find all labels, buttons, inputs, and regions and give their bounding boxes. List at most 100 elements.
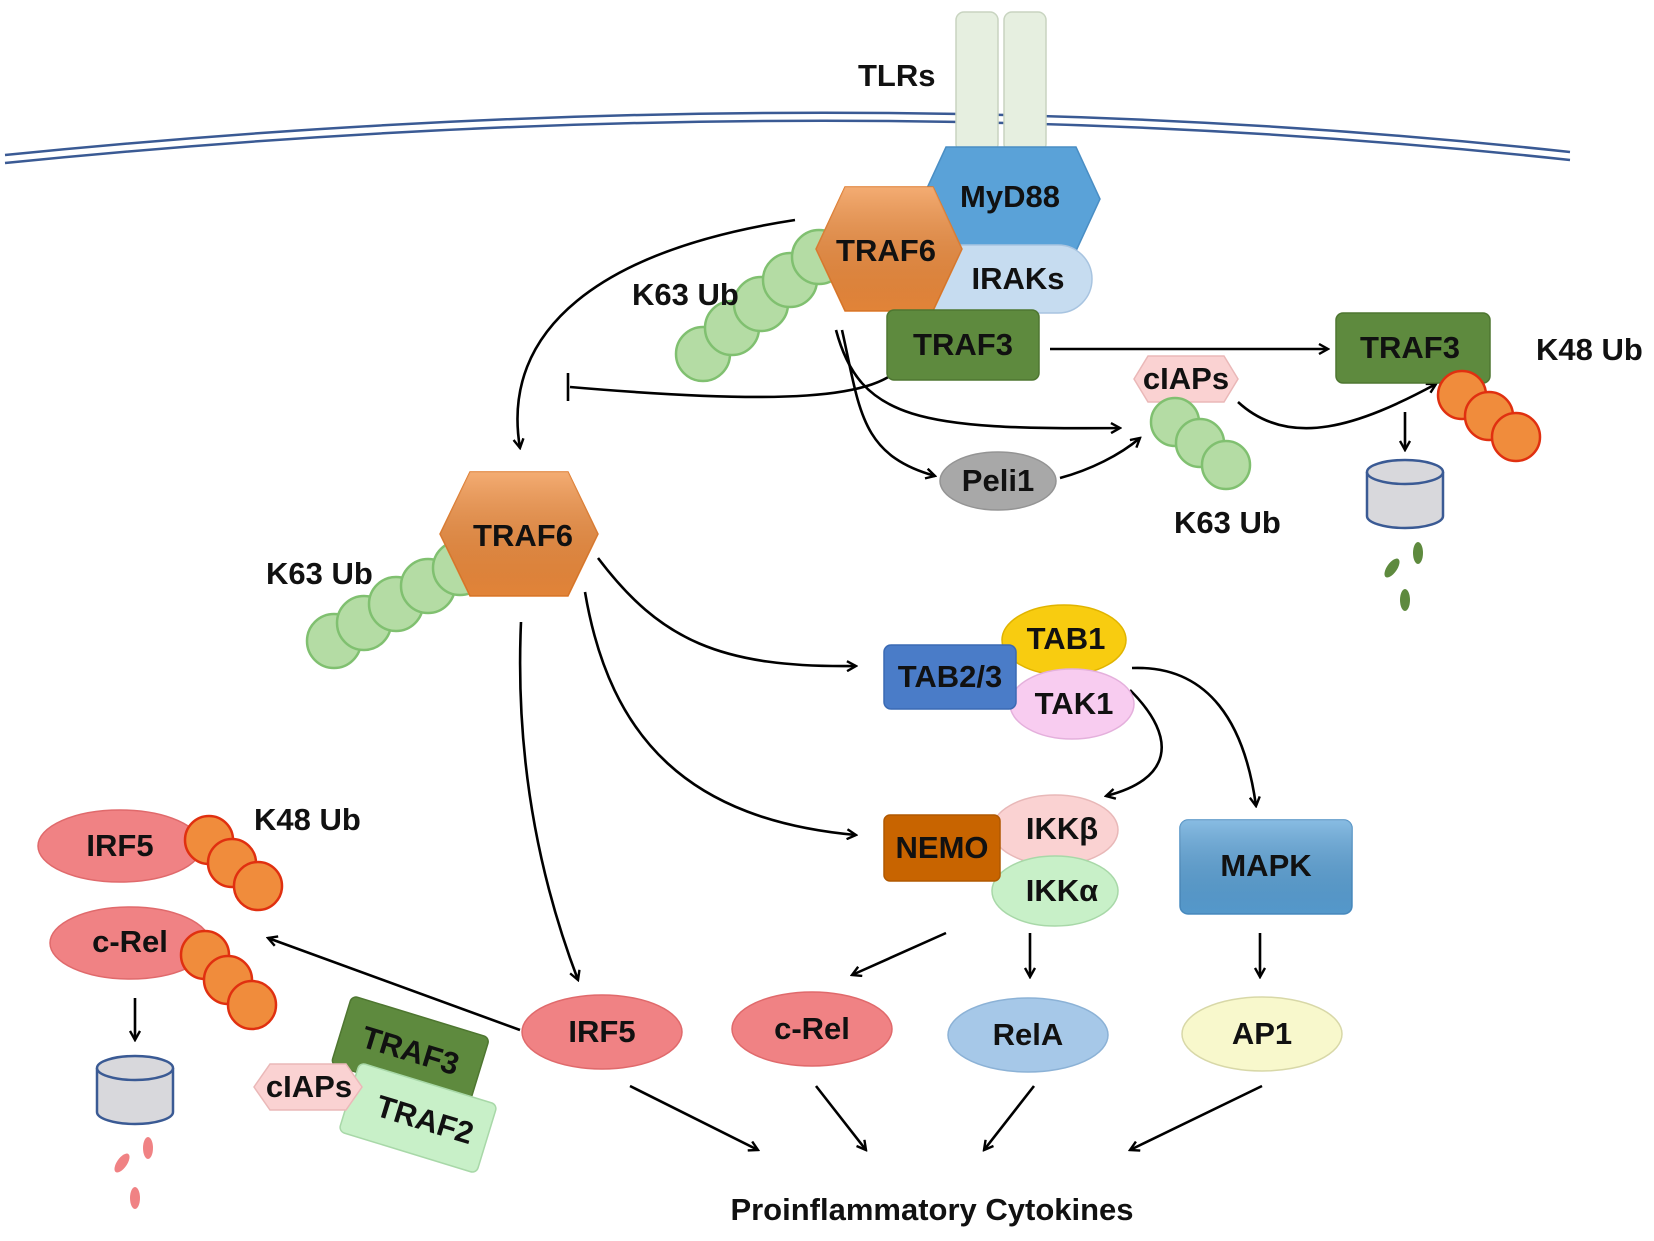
- edge-ap1-to-cytokines: [1130, 1084, 1263, 1150]
- fragments-red: [114, 1137, 153, 1209]
- proteasome-right-top: [1365, 458, 1445, 486]
- edge-traf6-to-peli1: [840, 329, 935, 476]
- iraks-label: IRAKs: [971, 261, 1064, 296]
- tlr-receptor-left-chain: [955, 11, 999, 153]
- fragment-red-1: [114, 1153, 130, 1173]
- traf3-top-label: TRAF3: [913, 327, 1013, 362]
- tab1-label: TAB1: [1027, 621, 1106, 656]
- k48-ub-left-label: K48 Ub: [254, 802, 361, 837]
- irf5-node: IRF5: [521, 994, 683, 1070]
- edge-ikk-to-crel: [852, 931, 947, 975]
- edge-complex-to-traf6: [517, 218, 796, 448]
- ikka-shape: [991, 855, 1119, 927]
- ikka-node: IKKα: [991, 855, 1119, 927]
- ikkb-node: IKKβ: [991, 794, 1119, 866]
- crel-degraded-node: c-Rel: [49, 906, 211, 980]
- peli1-shape: [939, 451, 1057, 511]
- ciaps-top-node: cIAPs: [1133, 355, 1239, 403]
- mapk-shade: [1180, 820, 1352, 914]
- fragment-green-1: [1384, 558, 1400, 578]
- ub-k48-irf5-3: [232, 860, 284, 912]
- tab23-label: TAB2/3: [898, 659, 1003, 694]
- ciaps-top-label: cIAPs: [1143, 361, 1229, 396]
- k63-ub-mid-label: K63 Ub: [1174, 505, 1281, 540]
- proteasome-left: [95, 1054, 175, 1126]
- traf2-node: TRAF2: [339, 1063, 497, 1173]
- rela-node: RelA: [947, 997, 1109, 1073]
- traf6-mid-shade: [440, 472, 598, 596]
- edge-crel-to-cytokines: [814, 1085, 866, 1150]
- tab23-node: TAB2/3: [883, 644, 1017, 710]
- nemo-shape: [883, 814, 1001, 882]
- ciaps-top-shape: [1133, 355, 1239, 403]
- ciaps-bottom-shape: [253, 1063, 363, 1111]
- cell-membrane-inner: [4, 119, 1571, 165]
- ikkb-label: IKKβ: [1026, 811, 1098, 846]
- proteasome-left-body: [95, 1068, 175, 1126]
- mapk-node: MAPK: [1179, 819, 1353, 915]
- traf3-bottom-node: TRAF3: [331, 996, 489, 1106]
- crel-node: c-Rel: [731, 991, 893, 1067]
- nemo-node: NEMO: [883, 814, 1001, 882]
- tab23-shape: [883, 644, 1017, 710]
- edge-irf5-to-degradation: [268, 938, 521, 1032]
- ub-k63-mid-3: [1200, 439, 1252, 491]
- proteasome-left-top: [95, 1054, 175, 1082]
- edge-tak1-to-mapk: [1131, 666, 1256, 806]
- traf6-top-node: TRAF6: [815, 186, 963, 312]
- ub-k48-crel-3: [226, 979, 278, 1031]
- tak1-label: TAK1: [1035, 686, 1114, 721]
- crel-label: c-Rel: [774, 1011, 850, 1046]
- edge-traf6-to-nemo: [583, 591, 856, 835]
- ap1-shape: [1181, 996, 1343, 1072]
- traf6-top-label: TRAF6: [836, 233, 936, 268]
- tlrs-label: TLRs: [858, 58, 936, 93]
- tab1-node: TAB1: [1001, 604, 1127, 676]
- edge-traf6-to-irf5: [518, 621, 578, 980]
- irf5-degraded-label: IRF5: [86, 828, 153, 863]
- traf3-right-label: TRAF3: [1360, 330, 1460, 365]
- ap1-label: AP1: [1232, 1016, 1292, 1051]
- k63-ub-left-label: K63 Ub: [266, 556, 373, 591]
- edge-ciaps-to-k48: [1237, 384, 1436, 430]
- ub-k48-right-3: [1490, 411, 1542, 463]
- rela-label: RelA: [993, 1017, 1064, 1052]
- fragment-red-2: [143, 1137, 153, 1159]
- k48-ub-chain-crel: [179, 929, 278, 1031]
- edge-irf5-to-cytokines: [629, 1084, 758, 1150]
- k63-ub-chain-mid: [1149, 396, 1252, 491]
- ap1-node: AP1: [1181, 996, 1343, 1072]
- ciaps-bottom-node: cIAPs: [253, 1063, 363, 1111]
- tlr-receptor: [955, 11, 1047, 153]
- traf6-mid-label: TRAF6: [473, 518, 573, 553]
- edge-tak1-to-ikk: [1106, 689, 1163, 796]
- ikka-label: IKKα: [1026, 873, 1098, 908]
- edge-peli1-to-k63: [1059, 438, 1140, 480]
- cell-membrane-outer: [4, 111, 1571, 157]
- traf6-top-shade: [816, 187, 962, 311]
- traf3-right-shape: [1335, 312, 1491, 384]
- k48-ub-chain-irf5: [183, 814, 284, 912]
- peli1-label: Peli1: [962, 463, 1034, 498]
- proteasome-right: [1365, 458, 1445, 530]
- peli1-node: Peli1: [939, 451, 1057, 511]
- fragment-green-2: [1413, 542, 1423, 564]
- crel-shape: [731, 991, 893, 1067]
- tlr-receptor-right-chain: [1003, 11, 1047, 153]
- mapk-label: MAPK: [1220, 848, 1312, 883]
- pathway-edges: [135, 218, 1436, 1150]
- myd88-node: MyD88: [921, 146, 1101, 252]
- tak1-node: TAK1: [1009, 668, 1135, 740]
- irf5-shape: [521, 994, 683, 1070]
- irf5-label: IRF5: [568, 1014, 635, 1049]
- ciaps-bottom-label: cIAPs: [266, 1069, 352, 1104]
- k48-ub-chain-right: [1436, 369, 1542, 463]
- traf3-top-node: TRAF3: [886, 309, 1040, 381]
- traf3-top-shape: [886, 309, 1040, 381]
- k48-ub-right-label: K48 Ub: [1536, 332, 1643, 367]
- traf6-mid-node: TRAF6: [439, 471, 599, 597]
- fragment-green-3: [1400, 589, 1410, 611]
- k63-ub-top-label: K63 Ub: [632, 277, 739, 312]
- edge-traf6-to-tab: [596, 557, 856, 666]
